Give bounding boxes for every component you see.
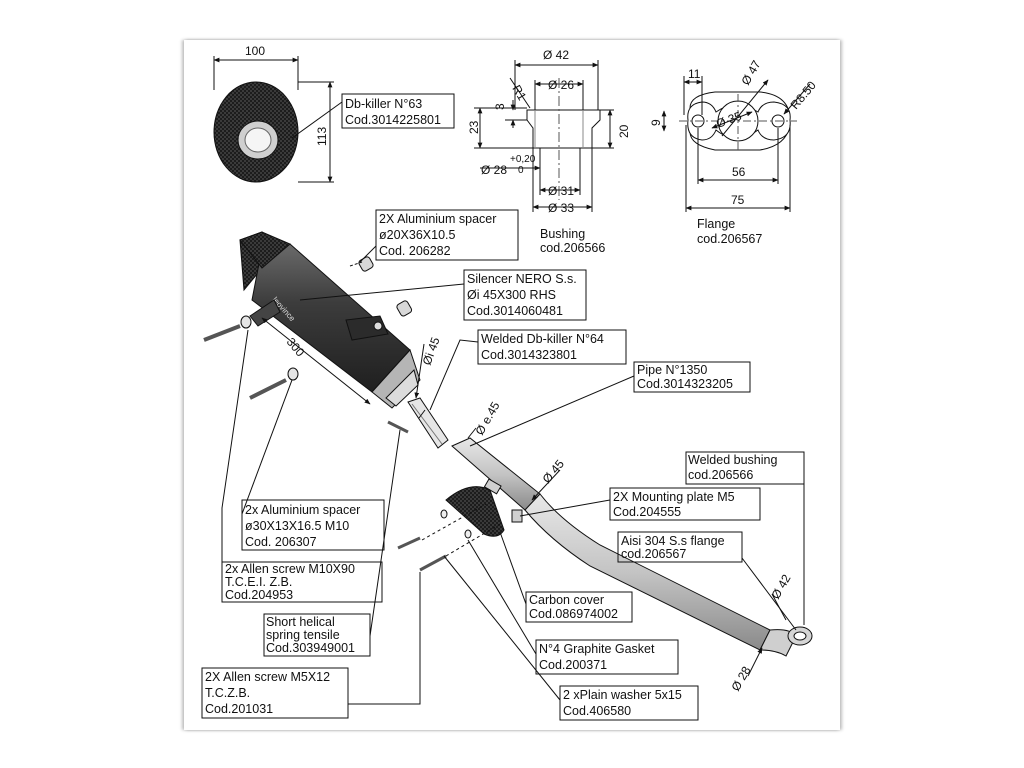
bushing-detail-view <box>474 60 614 212</box>
bushing-line1: Bushing <box>540 227 585 241</box>
dbk64-line1: Welded Db-killer N°64 <box>481 332 604 346</box>
box-spacer2 <box>241 499 385 551</box>
dim-bush-d26: Ø 26 <box>548 78 574 92</box>
dim-bush-tol: +0,20 <box>510 154 536 165</box>
wbushing-line1: Welded bushing <box>688 453 777 467</box>
dim-bush-d33: Ø 33 <box>548 201 574 215</box>
carbon-cover-part <box>445 486 505 537</box>
dim-bush-3: 3 <box>493 103 507 110</box>
gasket-line1: N°4 Graphite Gasket <box>539 642 655 656</box>
bushing-line2: cod.206566 <box>540 241 605 255</box>
dim-flange-56: 56 <box>732 165 746 179</box>
pipe-line1: Pipe N°1350 <box>637 363 707 377</box>
dim-bush-d28: Ø 28 <box>481 163 507 177</box>
dim-bush-tol0: 0 <box>518 165 524 176</box>
dim-width-100: 100 <box>245 44 265 58</box>
drawing-sheet: leovince <box>184 40 840 730</box>
box-gasket <box>535 639 679 675</box>
allen10-line3: Cod.204953 <box>225 588 293 602</box>
dbk63-line2: Cod.3014225801 <box>345 113 441 127</box>
db-killer-64-part <box>407 397 449 449</box>
dim-di45: Øi 45 <box>420 335 443 367</box>
aisi-line2: cod.206567 <box>621 547 686 561</box>
dim-bush-20: 20 <box>617 124 631 138</box>
mplate-line2: Cod.204555 <box>613 505 681 519</box>
spacer1-line1: 2X Aluminium spacer <box>379 212 496 226</box>
washer-line2: Cod.406580 <box>563 704 631 718</box>
db-killer-63-view <box>213 56 343 183</box>
silencer-line3: Cod.3014060481 <box>467 304 563 318</box>
spring-line3: Cod.303949001 <box>266 641 355 655</box>
wbushing-line2: cod.206566 <box>688 468 753 482</box>
washer-line1: 2 xPlain washer 5x15 <box>563 688 682 702</box>
box-spacer1 <box>375 209 519 261</box>
dim-d45: Ø 45 <box>540 457 568 486</box>
box-aisi <box>617 531 743 563</box>
silencer-line1: Silencer NERO S.s. <box>467 272 577 286</box>
spring-line1: Short helical <box>266 615 335 629</box>
small-screws-washers <box>397 503 501 572</box>
box-allen5 <box>201 667 349 719</box>
spacer1-line3: Cod. 206282 <box>379 244 451 258</box>
flange-detail-view <box>661 76 811 212</box>
dim-flange-r850: R8.50 <box>788 78 820 112</box>
exhaust-exploded-diagram: leovince <box>201 44 820 721</box>
allen-m10-screws <box>203 324 287 400</box>
dim-bush-r1: R1 <box>509 83 529 104</box>
dim-bush-d31: Ø 31 <box>548 184 574 198</box>
spacer2-line1: 2x Aluminium spacer <box>245 503 360 517</box>
exhaust-pipe <box>451 437 813 657</box>
spacer2-line2: ø30X13X16.5 M10 <box>245 519 349 533</box>
allen10-line2: T.C.E.I. Z.B. <box>225 575 292 589</box>
callout-labels: Db-killer N°63 Cod.3014225801 Bushing co… <box>205 97 777 718</box>
dim-flange-75: 75 <box>731 193 745 207</box>
box-washer <box>559 685 699 721</box>
dim-d42: Ø 42 <box>768 572 793 602</box>
silencer-body: leovince <box>239 231 421 409</box>
box-dbk63 <box>341 93 455 129</box>
dim-flange-9: 9 <box>649 119 663 126</box>
carbon-line1: Carbon cover <box>529 593 604 607</box>
carbon-line2: Cod.086974002 <box>529 607 618 621</box>
box-wbushing <box>685 451 805 485</box>
mplate-line1: 2X Mounting plate M5 <box>613 490 735 504</box>
box-silencer <box>463 269 587 321</box>
dim-bush-23: 23 <box>467 120 481 134</box>
dim-flange-d47: Ø 47 <box>738 58 763 88</box>
aisi-line1: Aisi 304 S.s flange <box>621 534 725 548</box>
spring-part <box>387 420 409 434</box>
dim-d28: Ø 28 <box>728 664 753 694</box>
dim-bush-d42: Ø 42 <box>543 48 569 62</box>
pipe-line2: Cod.3014323205 <box>637 377 733 391</box>
allen10-line1: 2x Allen screw M10X90 <box>225 562 355 576</box>
dbk63-line1: Db-killer N°63 <box>345 97 422 111</box>
spacer1-line2: ø20X36X10.5 <box>379 228 455 242</box>
box-pipe <box>633 361 751 393</box>
spacer-1-parts <box>349 256 413 317</box>
flange-line1: Flange <box>697 217 735 231</box>
box-dbk64 <box>477 329 627 365</box>
gasket-line2: Cod.200371 <box>539 658 607 672</box>
silencer-line2: Øi 45X300 RHS <box>467 288 556 302</box>
flange-line2: cod.206567 <box>697 232 762 246</box>
box-carbon <box>525 591 633 623</box>
dim-height-113: 113 <box>315 127 329 146</box>
dim-de45: Ø e.45 <box>472 399 502 437</box>
allen5-line3: Cod.201031 <box>205 702 273 716</box>
dim-flange-11: 11 <box>688 67 701 81</box>
spacer2-line3: Cod. 206307 <box>245 535 317 549</box>
dbk64-line2: Cod.3014323801 <box>481 348 577 362</box>
spring-line2: spring tensile <box>266 628 340 642</box>
allen5-line1: 2X Allen screw M5X12 <box>205 670 330 684</box>
box-mplate <box>609 487 761 521</box>
allen5-line2: T.C.Z.B. <box>205 686 250 700</box>
